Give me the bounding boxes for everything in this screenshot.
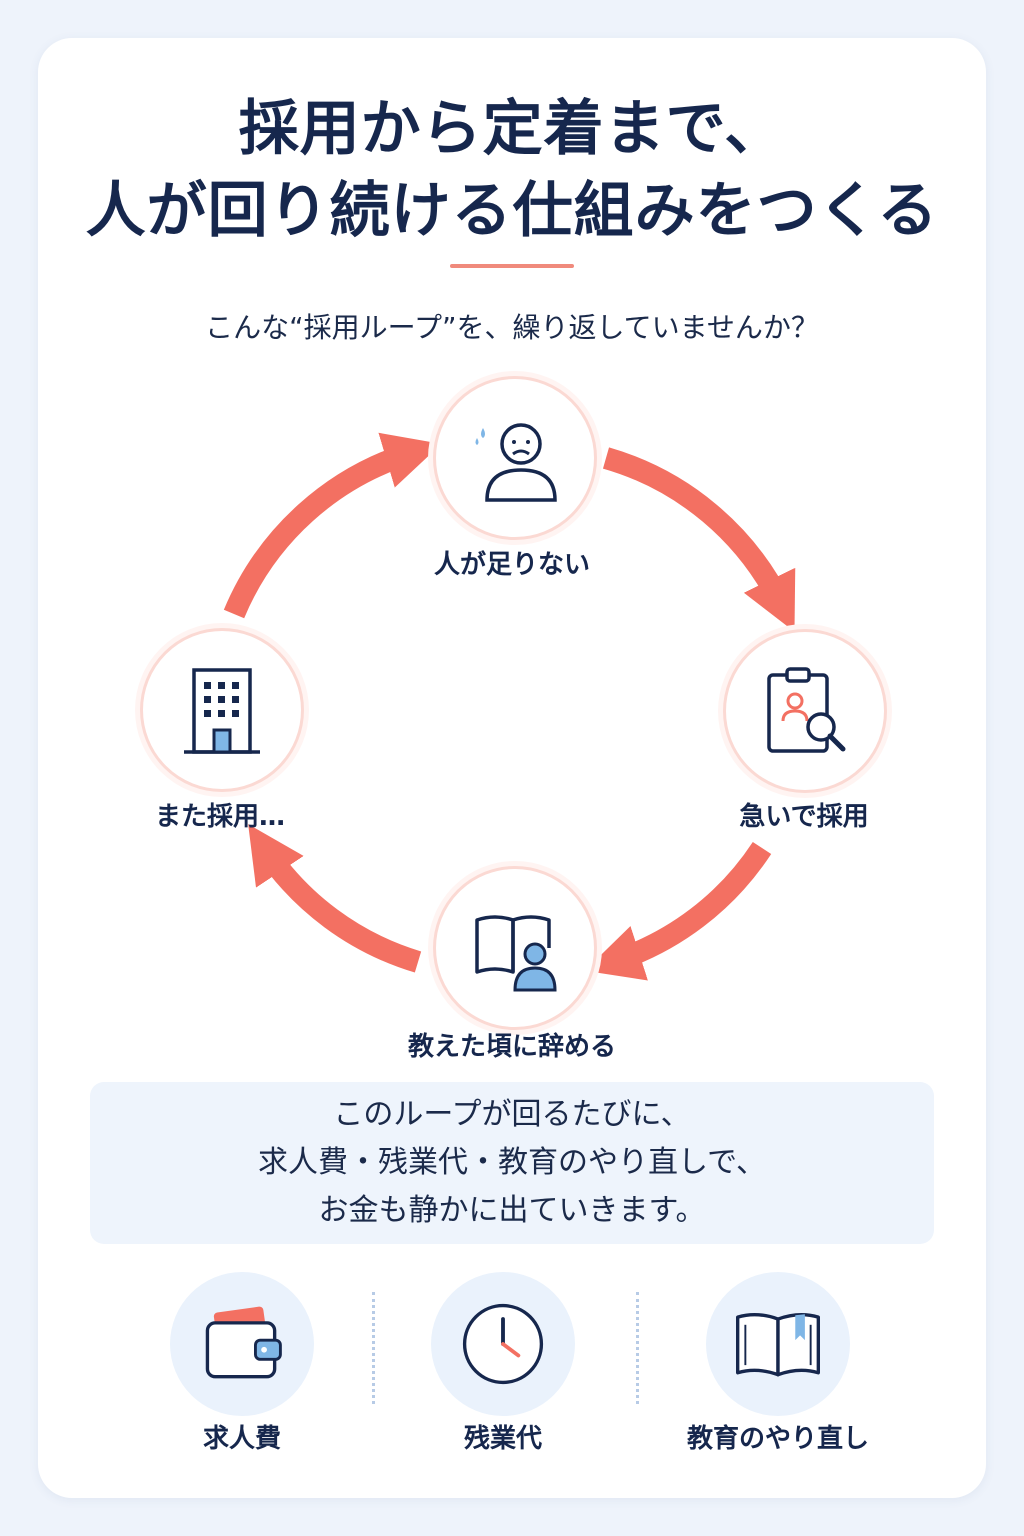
cost-item-recruiting — [170, 1272, 314, 1416]
loop-node-short-staffed — [433, 376, 597, 540]
cost-label-retraining: 教育のやり直し — [686, 1424, 869, 1454]
loop-label-hire-again: また採用… — [154, 802, 285, 832]
loop-node-hire-again — [140, 628, 304, 792]
clock-icon — [462, 1303, 544, 1385]
arrow-top-to-right — [602, 447, 796, 632]
cost-divider-1 — [372, 1292, 375, 1404]
loop-node-quit-after-training — [433, 866, 597, 1030]
wallet-icon — [205, 1306, 282, 1379]
arrow-right-to-bottom — [584, 841, 772, 981]
cost-item-overtime — [431, 1272, 575, 1416]
message-line-3: お金も静かに出ていきます。 — [318, 1193, 706, 1228]
message-panel: このループが回るたびに、 求人費・残業代・教育のやり直しで、 お金も静かに出てい… — [90, 1082, 934, 1244]
office-building-icon — [184, 668, 260, 754]
book-person-icon — [475, 915, 557, 992]
loop-label-rush-hire: 急いで採用 — [739, 802, 869, 832]
page-title-line-2: 人が回り続ける仕組みをつくる — [85, 176, 939, 246]
worried-person-icon — [475, 423, 557, 502]
clipboard-search-icon — [767, 667, 846, 753]
arrow-left-to-top — [223, 432, 442, 619]
cost-divider-2 — [636, 1292, 639, 1404]
cost-item-retraining — [706, 1272, 850, 1416]
cost-label-overtime: 残業代 — [463, 1424, 542, 1454]
subtitle: こんな“採用ループ”を、繰り返していませんか？ — [205, 311, 819, 344]
cost-label-recruiting: 求人費 — [202, 1424, 281, 1454]
arrow-bottom-to-left — [248, 824, 422, 973]
loop-label-quit-after-training: 教えた頃に辞める — [407, 1032, 616, 1062]
message-line-2: 求人費・残業代・教育のやり直しで、 — [258, 1145, 766, 1180]
loop-node-rush-hire — [723, 629, 887, 793]
loop-label-short-staffed: 人が足りない — [433, 550, 590, 580]
open-book-icon — [736, 1313, 820, 1377]
page-title-line-1: 採用から定着まで、 — [238, 94, 786, 164]
title-underline — [450, 264, 574, 268]
message-line-1: このループが回るたびに、 — [333, 1097, 691, 1132]
